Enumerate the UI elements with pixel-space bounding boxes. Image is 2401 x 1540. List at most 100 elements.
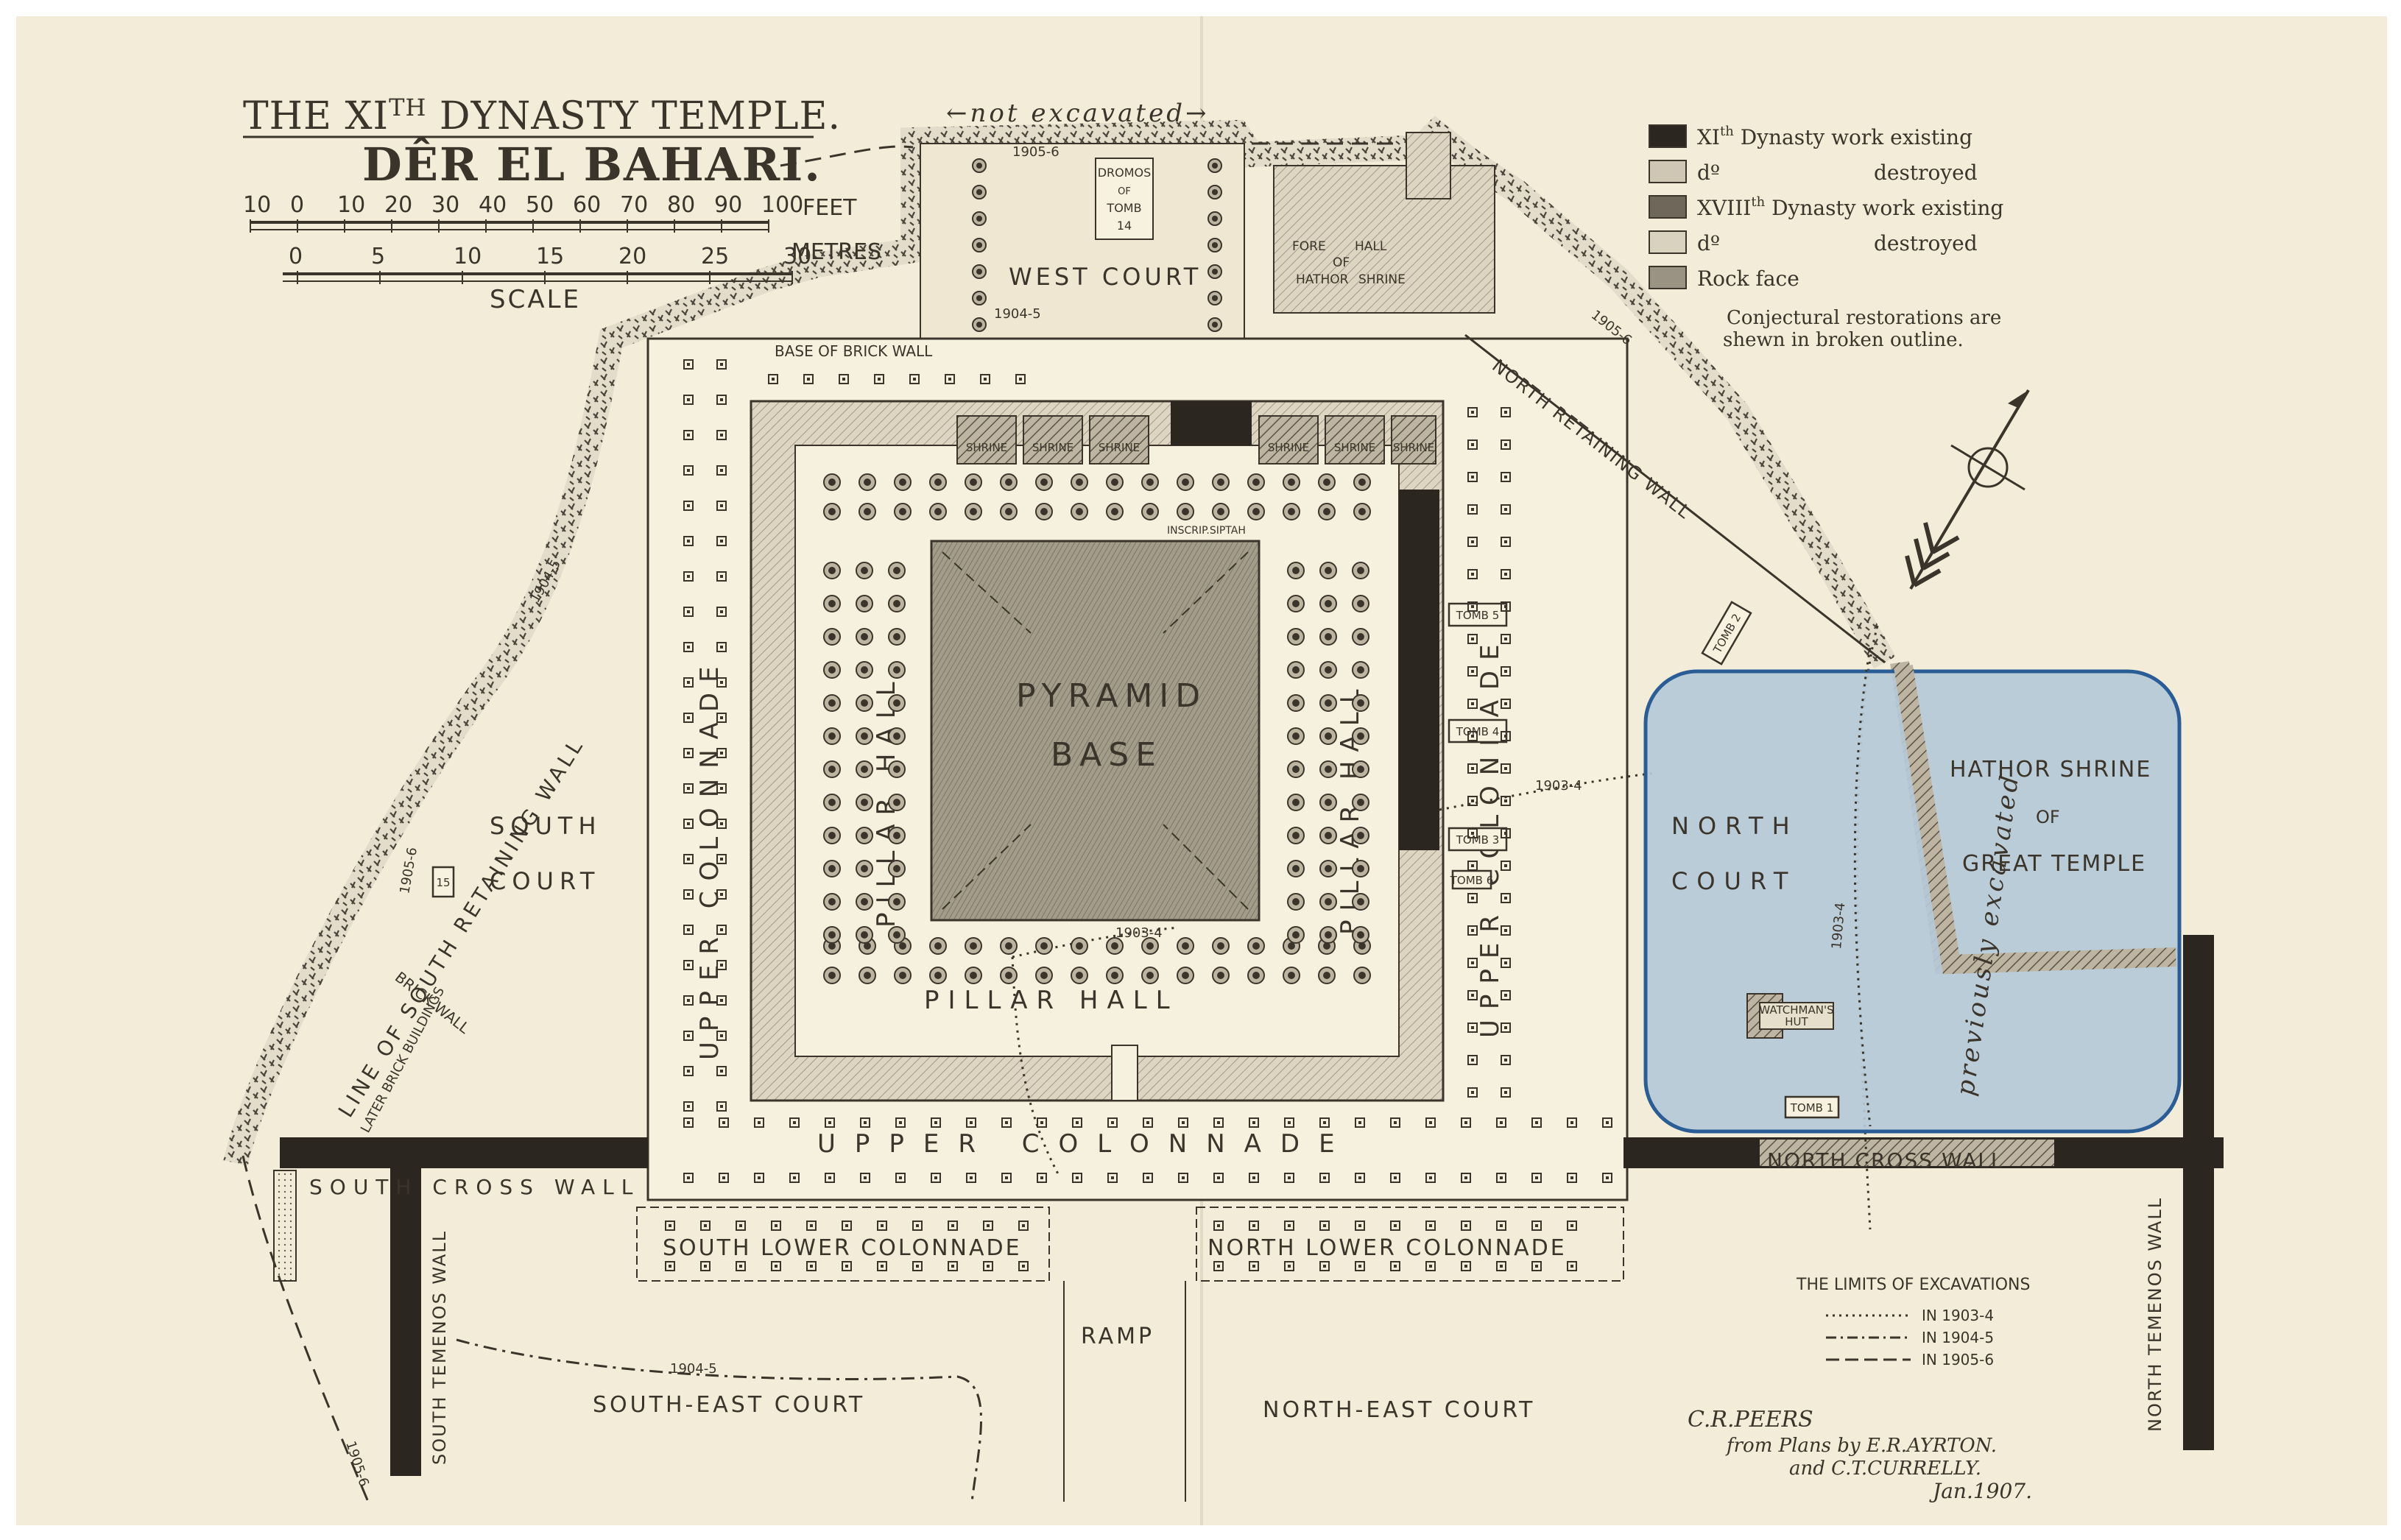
scale-metres-unit: METRES bbox=[791, 239, 881, 265]
upper-colonnade-bottom-label: UPPER COLONNADE bbox=[817, 1129, 1354, 1159]
pillar-grid bbox=[665, 158, 1612, 1271]
limit-1904-5 bbox=[456, 1338, 982, 1502]
svg-text:14: 14 bbox=[1117, 219, 1132, 233]
scale-feet-unit: FEET bbox=[803, 195, 857, 221]
hathor-shrine-top bbox=[1406, 132, 1451, 199]
shrine-label: SHRINE bbox=[1334, 441, 1375, 454]
scale-feet-tick: 100 bbox=[761, 192, 803, 218]
scale-feet-tick: 0 bbox=[290, 192, 304, 218]
base-label: BASE bbox=[1051, 736, 1163, 774]
scale-feet-tick: 10 bbox=[337, 192, 365, 218]
shrine-label: SHRINE bbox=[966, 441, 1007, 454]
south-lower-colonnade-label: SOUTH LOWER COLONNADE bbox=[663, 1235, 1022, 1261]
south-temenos-wall-bar bbox=[390, 1167, 421, 1476]
scale-metre-tick: 15 bbox=[536, 244, 564, 269]
shrine-label: SHRINE bbox=[1268, 441, 1309, 454]
shrine-block-1 bbox=[956, 415, 1017, 465]
svg-text:HUT: HUT bbox=[1785, 1015, 1808, 1028]
svg-text:HATHOR SHRINE: HATHOR SHRINE bbox=[1950, 757, 2151, 783]
south-cross-wall-label: SOUTH CROSS WALL bbox=[309, 1175, 640, 1199]
svg-text:TOMB: TOMB bbox=[1106, 201, 1141, 215]
south-cross-wall-bar bbox=[280, 1137, 648, 1168]
inscrip-siptah-label: INSCRIP.SIPTAH bbox=[1167, 525, 1246, 537]
tomb-label: TOMB 1 bbox=[1790, 1101, 1834, 1115]
shrine-label: SHRINE bbox=[1099, 441, 1140, 454]
north-cross-wall-label: NORTH CROSS WALL bbox=[1767, 1148, 2003, 1173]
north-cross-wall-hatched bbox=[1760, 1140, 2054, 1166]
pyramid-label: PYRAMID bbox=[1016, 677, 1207, 715]
north-temenos-wall-label: NORTH TEMENOS WALL bbox=[2145, 1197, 2165, 1432]
scale-metre-tick: 30 bbox=[783, 244, 811, 269]
shrine-label: SHRINE bbox=[1393, 441, 1434, 454]
legend-swatch bbox=[1649, 266, 1687, 289]
tomb-label: TOMB 3 bbox=[1456, 833, 1500, 847]
svg-text:OF: OF bbox=[1118, 186, 1131, 197]
scale-metre-tick: 5 bbox=[371, 244, 385, 269]
upper-colonnade-left-label: UPPER COLONNADE bbox=[695, 656, 724, 1060]
scale-feet-tick: 90 bbox=[714, 192, 742, 218]
limit-1903-4-hall bbox=[1011, 926, 1179, 1179]
legend-swatch bbox=[1649, 160, 1687, 183]
pyramid-base bbox=[930, 540, 1261, 922]
scale-metre-tick: 0 bbox=[289, 244, 303, 269]
north-temenos-wall-bar bbox=[2183, 935, 2214, 1450]
north-shrine-wall bbox=[1171, 401, 1252, 445]
tomb-box bbox=[431, 866, 455, 898]
tomb-label: 15 bbox=[436, 876, 450, 889]
south-east-court-label: SOUTH-EAST COURT bbox=[593, 1392, 865, 1418]
year-label-1904-5-top: 1904-5 bbox=[994, 306, 1041, 322]
south-court-label-1: SOUTH bbox=[490, 812, 602, 840]
south-cross-wall-dotted bbox=[273, 1170, 297, 1282]
hathor-shrine-wall bbox=[1894, 664, 2176, 975]
svg-text:GREAT TEMPLE: GREAT TEMPLE bbox=[1962, 851, 2146, 877]
limit-1905-6-west bbox=[241, 1155, 370, 1502]
svg-text:FORE: FORE bbox=[1292, 239, 1326, 254]
south-court-label-2: COURT bbox=[490, 867, 600, 895]
scale-feet-tick: 30 bbox=[431, 192, 459, 218]
west-court-label: WEST COURT bbox=[1009, 263, 1202, 291]
shrine-block-2 bbox=[1023, 415, 1083, 465]
north-court-label-1: NORTH bbox=[1671, 812, 1799, 840]
hathor-shrine-label: HATHOR SHRINE OF GREAT TEMPLE bbox=[1950, 757, 2151, 877]
year-label-1905-6-top: 1905-6 bbox=[1012, 144, 1060, 160]
scale-caption: SCALE bbox=[490, 285, 581, 314]
tomb-label: TOMB 6 bbox=[1450, 874, 1494, 887]
legend-item-label: XIth Dynasty work existing bbox=[1697, 124, 1972, 149]
limit-row-1903-4: IN 1903-4 bbox=[1922, 1307, 1994, 1324]
tomb-box bbox=[1784, 1095, 1840, 1119]
excavation-limits-key: THE LIMITS OF EXCAVATIONS IN 1903-4 IN 1… bbox=[1796, 1276, 2030, 1368]
year-label-1903-4-hall: 1903-4 bbox=[1115, 925, 1163, 941]
scale-feet-tick: 60 bbox=[573, 192, 601, 218]
scale-metre-tick: 25 bbox=[701, 244, 729, 269]
scale-metre-tick: 20 bbox=[618, 244, 646, 269]
limit-1903-4-east bbox=[1439, 625, 1879, 1230]
north-court-label-2: COURT bbox=[1671, 867, 1797, 895]
legend-note-1: Conjectural restorations are bbox=[1727, 307, 2001, 329]
pillar-hall-bottom-label: PILLAR HALL bbox=[924, 986, 1179, 1015]
scale-feet-tick: 10 bbox=[243, 192, 271, 218]
shrine-block-6 bbox=[1391, 415, 1436, 465]
shrine-block-5 bbox=[1325, 415, 1385, 465]
north-lower-colonnade-box bbox=[1196, 1207, 1624, 1282]
svg-text:OF: OF bbox=[1333, 255, 1350, 270]
rock-face-boundary bbox=[223, 116, 1896, 1166]
svg-text:SHRINE: SHRINE bbox=[1358, 272, 1406, 287]
legend-swatch bbox=[1649, 195, 1687, 219]
east-wall-dark bbox=[1399, 490, 1439, 850]
north-east-court-label: NORTH-EAST COURT bbox=[1263, 1397, 1535, 1423]
not-excavated-label: ←not excavated→ bbox=[946, 99, 1209, 128]
legend-item-label: XVIIIth Dynasty work existing bbox=[1697, 194, 2003, 220]
year-label-1904-5-bottom: 1904-5 bbox=[670, 1361, 717, 1377]
svg-text:OF: OF bbox=[2036, 807, 2060, 827]
scale-feet-tick: 80 bbox=[667, 192, 695, 218]
legend-item-label: Rock face bbox=[1697, 266, 1799, 291]
fore-hall-hathor bbox=[1273, 165, 1495, 314]
